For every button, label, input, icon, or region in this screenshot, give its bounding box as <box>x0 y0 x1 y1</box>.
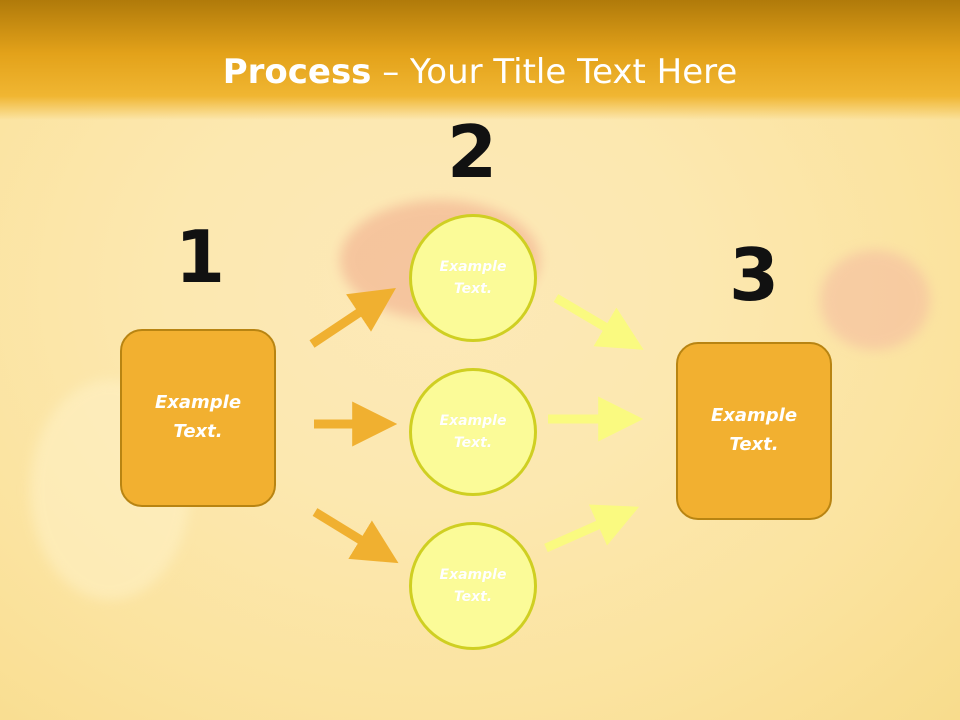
step-3-text: Example Text. <box>710 405 798 455</box>
step-number-2: 2 <box>446 110 498 194</box>
arrow-from-circle-1 <box>553 294 644 350</box>
title-bar <box>0 0 960 120</box>
circle-1-text: Example Text. <box>439 258 507 297</box>
circle-3-text: Example Text. <box>439 566 507 605</box>
circle-2-text: Example Text. <box>439 412 507 451</box>
step-1-box: Example Text. <box>120 329 276 507</box>
arrow-from-circle-3 <box>544 504 640 553</box>
step-2-circle-3: Example Text. <box>409 522 537 650</box>
step-number-3: 3 <box>728 233 780 317</box>
arrow-to-circle-1 <box>309 288 396 348</box>
title-bold: Process <box>222 52 372 92</box>
background-blob <box>820 250 930 350</box>
step-2-circle-1: Example Text. <box>409 214 537 342</box>
title-rest: – Your Title Text Here <box>371 52 738 92</box>
step-number-1: 1 <box>174 215 226 299</box>
arrow-to-circle-3 <box>312 508 399 564</box>
slide-title: Process – Your Title Text Here <box>0 52 960 92</box>
step-2-circle-2: Example Text. <box>409 368 537 496</box>
step-3-box: Example Text. <box>676 342 832 520</box>
step-1-text: Example Text. <box>154 392 242 442</box>
